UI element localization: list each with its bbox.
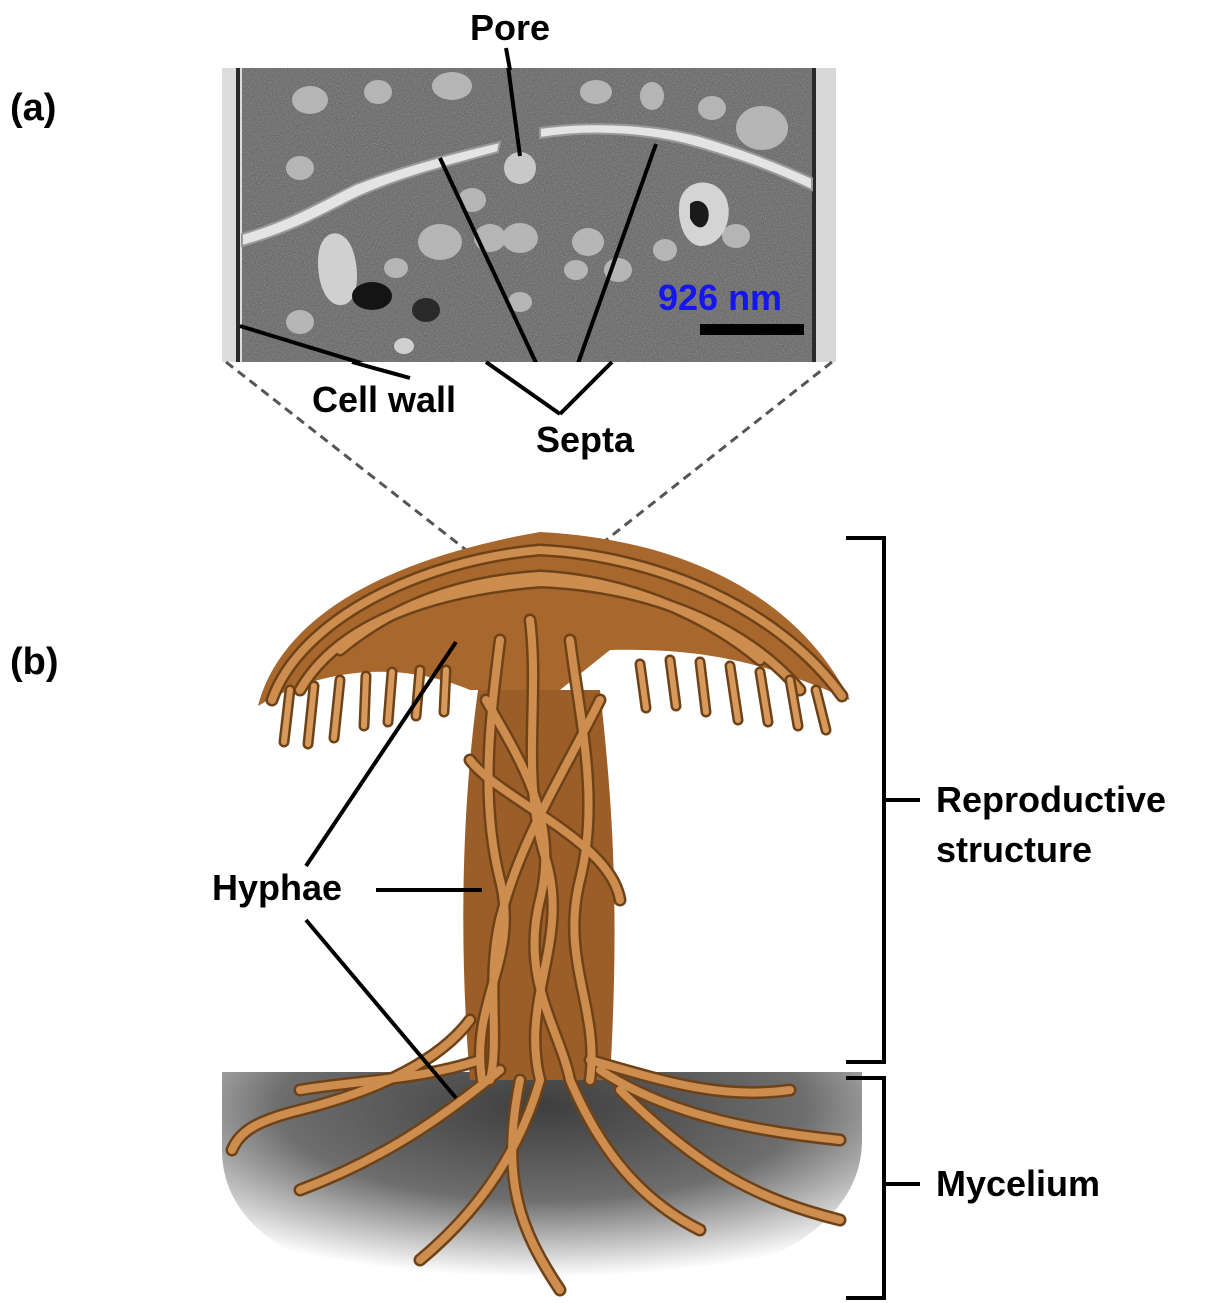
micrograph: [222, 66, 836, 414]
label-reproductive-line2: structure: [936, 830, 1092, 870]
bracket-reproductive: [846, 538, 884, 1062]
label-cell-wall: Cell wall: [312, 380, 456, 420]
brackets: [846, 538, 920, 1298]
scale-bar: [700, 324, 804, 335]
dense-body: [352, 282, 392, 310]
cell-wall-right: [816, 68, 836, 362]
label-hyphae: Hyphae: [212, 868, 342, 908]
label-mycelium: Mycelium: [936, 1164, 1100, 1204]
panel-label-a: (a): [10, 88, 56, 128]
label-reproductive-line1: Reproductive: [936, 780, 1166, 820]
pore: [504, 152, 536, 184]
panel-label-b: (b): [10, 642, 59, 682]
scale-bar-label: 926 nm: [658, 278, 782, 318]
label-septa: Septa: [536, 420, 634, 460]
label-pore: Pore: [470, 8, 550, 48]
